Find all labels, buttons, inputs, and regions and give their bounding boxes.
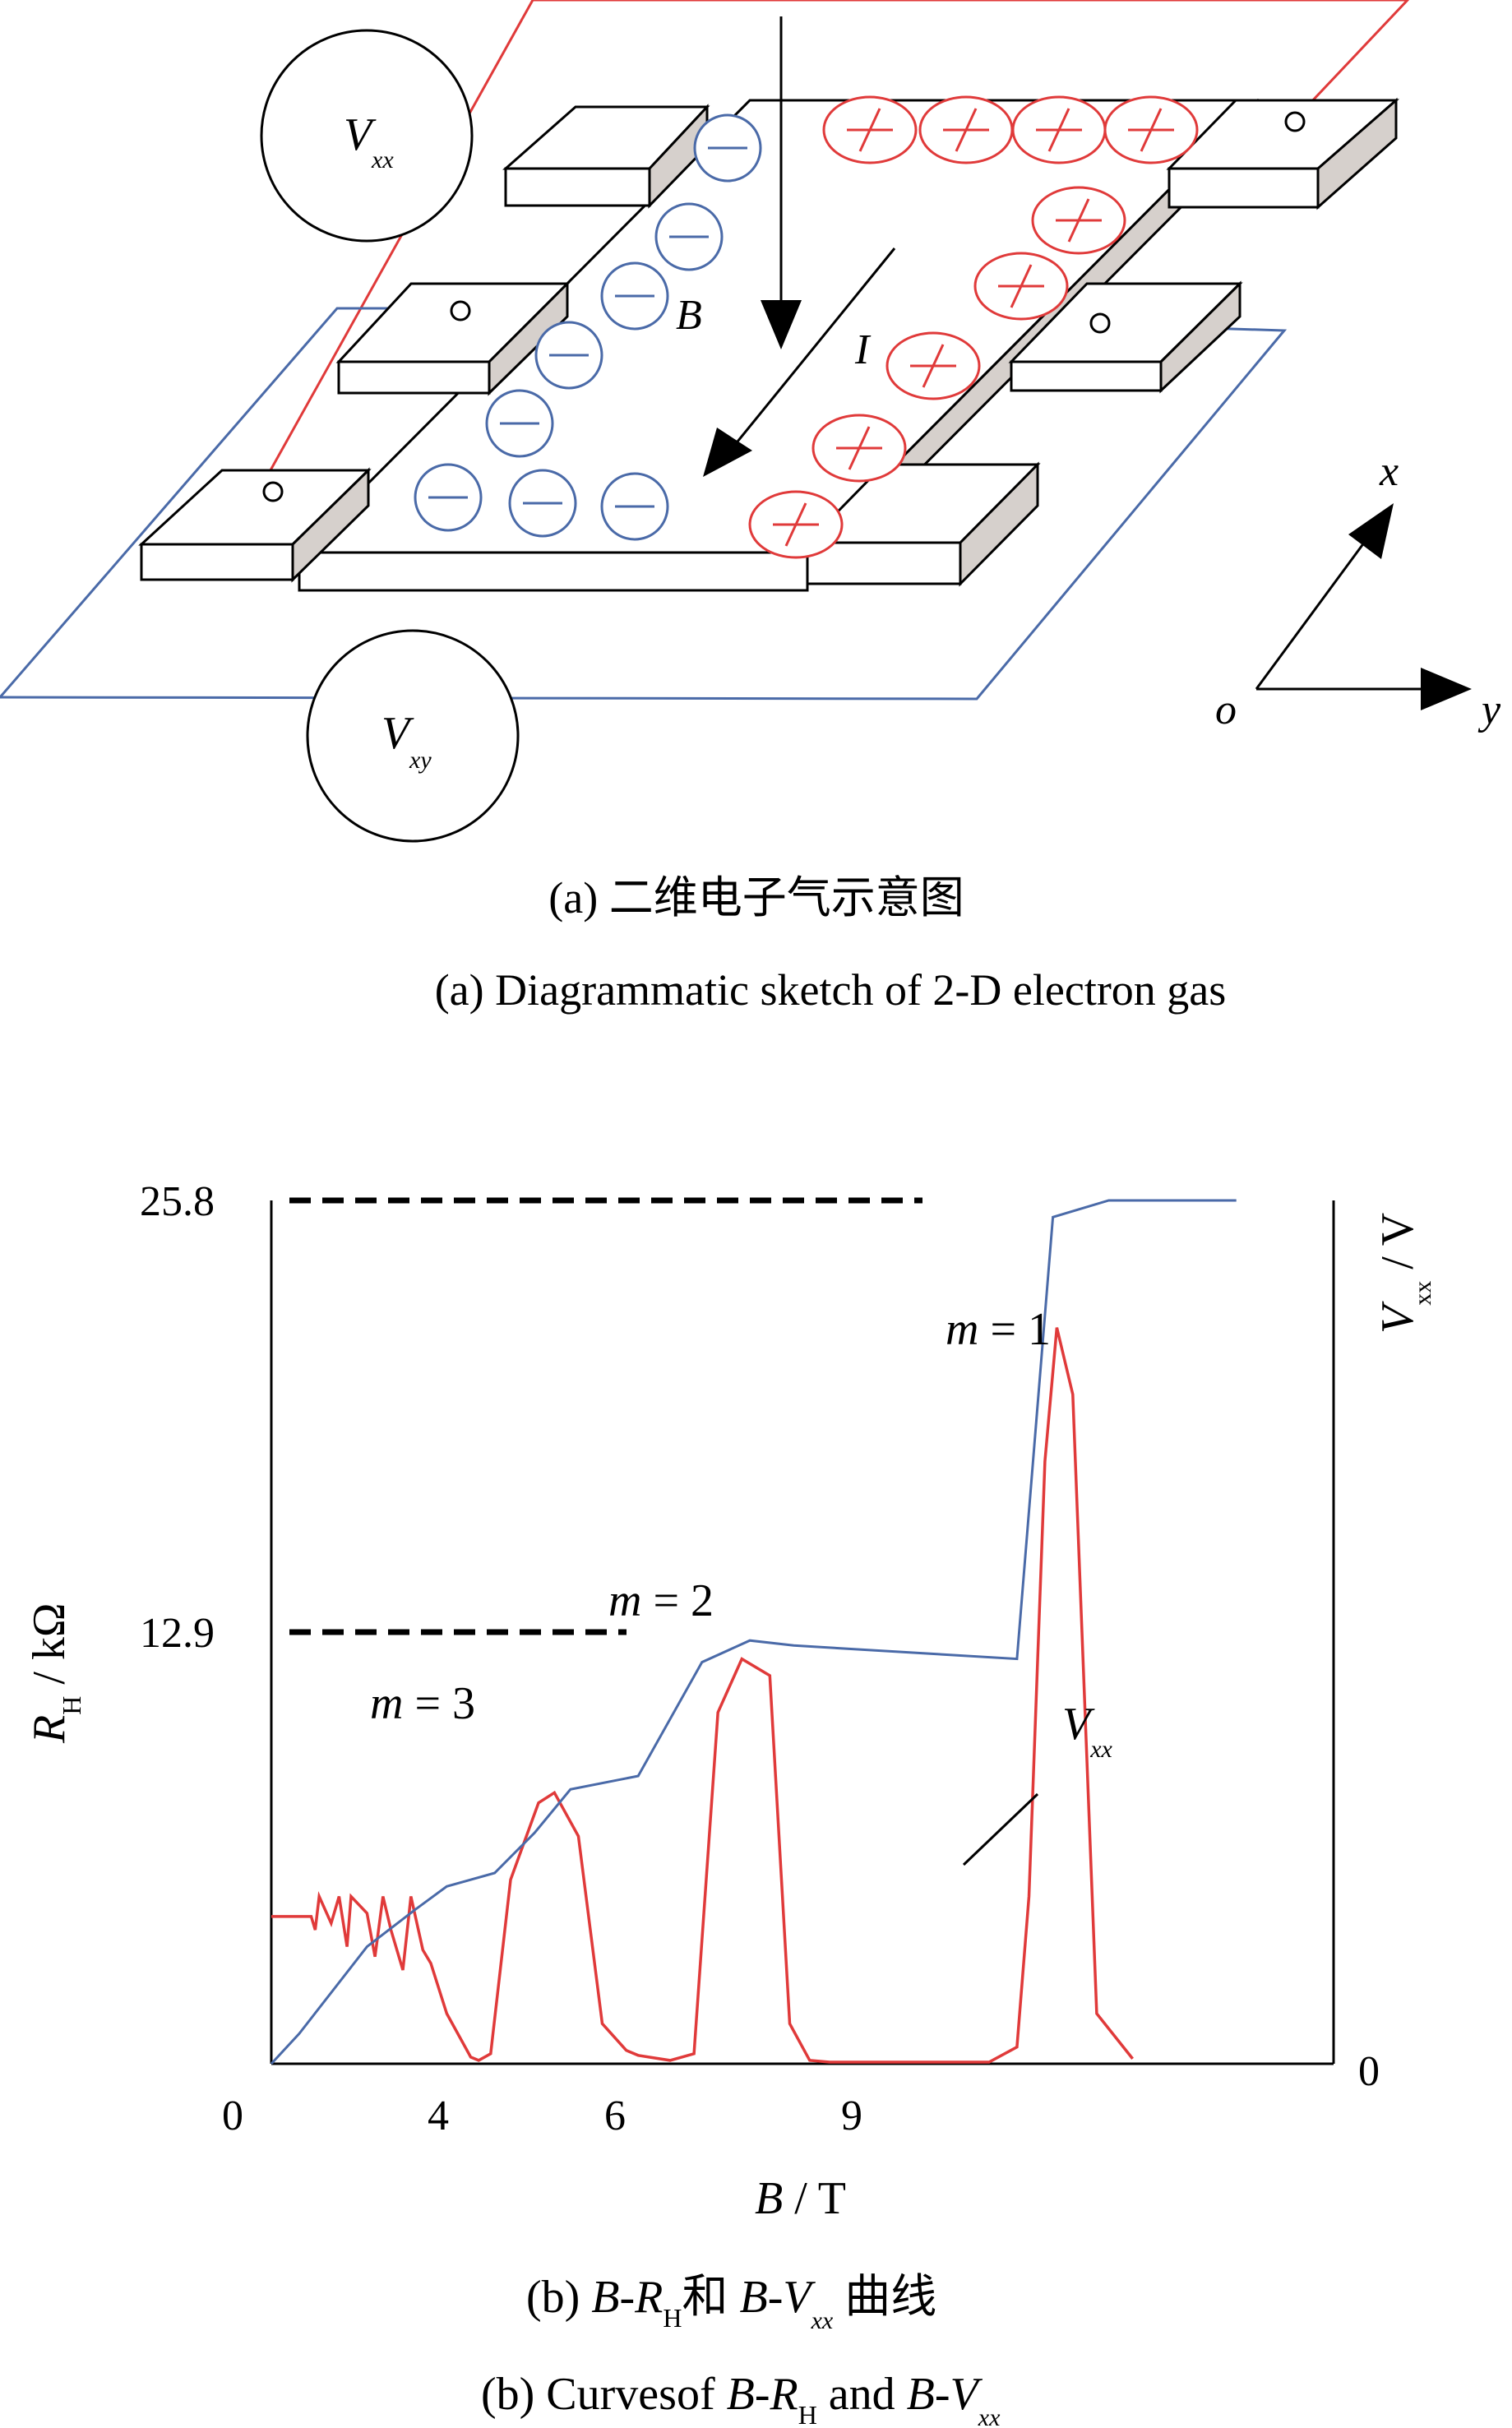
y-tick-label: 12.9 <box>140 1610 215 1657</box>
plus-sign <box>848 426 871 470</box>
current-label: I <box>854 326 872 373</box>
x-tick-label: 6 <box>604 2093 626 2139</box>
meter-subscript: xy <box>409 747 432 774</box>
caption-b-english: (b) Curvesof B-RH and B-Vxx <box>481 2369 1001 2428</box>
right-y-axis-label: Vxx / V <box>1372 1213 1436 1334</box>
current-arrowhead <box>703 428 752 477</box>
plus-sign <box>955 108 978 152</box>
meter-subscript: xx <box>371 146 394 173</box>
y-axis-label: y <box>1477 687 1501 733</box>
contact-pad <box>804 461 1041 587</box>
vxx-callout-label: Vxx <box>1062 1699 1113 1763</box>
vxx-callout-line <box>962 1792 1039 1866</box>
caption-b-chinese: (b) B-RH和 B-Vxx 曲线 <box>526 2272 936 2334</box>
left-y-axis-label: RH / kΩ <box>24 1602 86 1744</box>
y-tick-label: 25.8 <box>140 1178 215 1225</box>
contact-pad <box>1008 280 1243 394</box>
vxx-curve <box>271 1327 1134 2064</box>
plus-sign <box>922 344 945 388</box>
plus-sign <box>1010 264 1033 308</box>
rh-curve <box>270 1199 1237 2065</box>
x-axis-label: B / T <box>755 2173 846 2224</box>
plateau-label-m3: m = 3 <box>370 1678 475 1729</box>
plus-sign <box>1140 108 1163 152</box>
hall-bar-front <box>298 551 809 592</box>
x-tick-label: 9 <box>841 2093 862 2139</box>
red-circuit-wire <box>261 0 1410 484</box>
caption-a-chinese: (a) 二维电子气示意图 <box>548 873 964 923</box>
x-tick-label: 0 <box>222 2093 243 2139</box>
contact-pad <box>138 467 372 583</box>
electron-charges <box>414 113 762 541</box>
magnetic-field-arrowhead <box>761 300 802 349</box>
voltmeter-vxx: V xx <box>260 29 474 243</box>
b-field-label: B <box>676 292 702 339</box>
meter-label: V <box>344 109 377 160</box>
plus-sign <box>858 108 881 152</box>
plus-sign <box>1067 198 1090 243</box>
current-arrow <box>722 247 896 460</box>
voltmeter-vxy: V xy <box>306 629 520 843</box>
plateau-label-m2: m = 2 <box>608 1575 714 1626</box>
right-y-tick-label: 0 <box>1358 2048 1380 2095</box>
origin-label: o <box>1215 687 1237 733</box>
meter-label: V <box>381 708 414 759</box>
coordinate-axes: x y o <box>1215 448 1501 733</box>
plus-sign <box>1047 108 1070 152</box>
x-tick-label: 4 <box>428 2093 449 2139</box>
x-axis-label: x <box>1379 448 1399 495</box>
plateau-label-m1: m = 1 <box>946 1304 1051 1355</box>
electron-gas-diagram: B I V xx V xy x y o (a) 二维电子气示意图 (a <box>0 0 1501 1015</box>
contact-pad <box>1166 97 1399 210</box>
positive-charges <box>748 95 1199 559</box>
plus-sign <box>784 502 807 547</box>
caption-a-english: (a) Diagrammatic sketch of 2-D electron … <box>435 965 1227 1015</box>
contact-pad <box>335 280 571 396</box>
hall-effect-chart: 25.8 12.9 0 0 4 6 9 m = 1 m = 2 m = 3 Vx… <box>24 1178 1436 2428</box>
contact-pad <box>502 104 710 209</box>
